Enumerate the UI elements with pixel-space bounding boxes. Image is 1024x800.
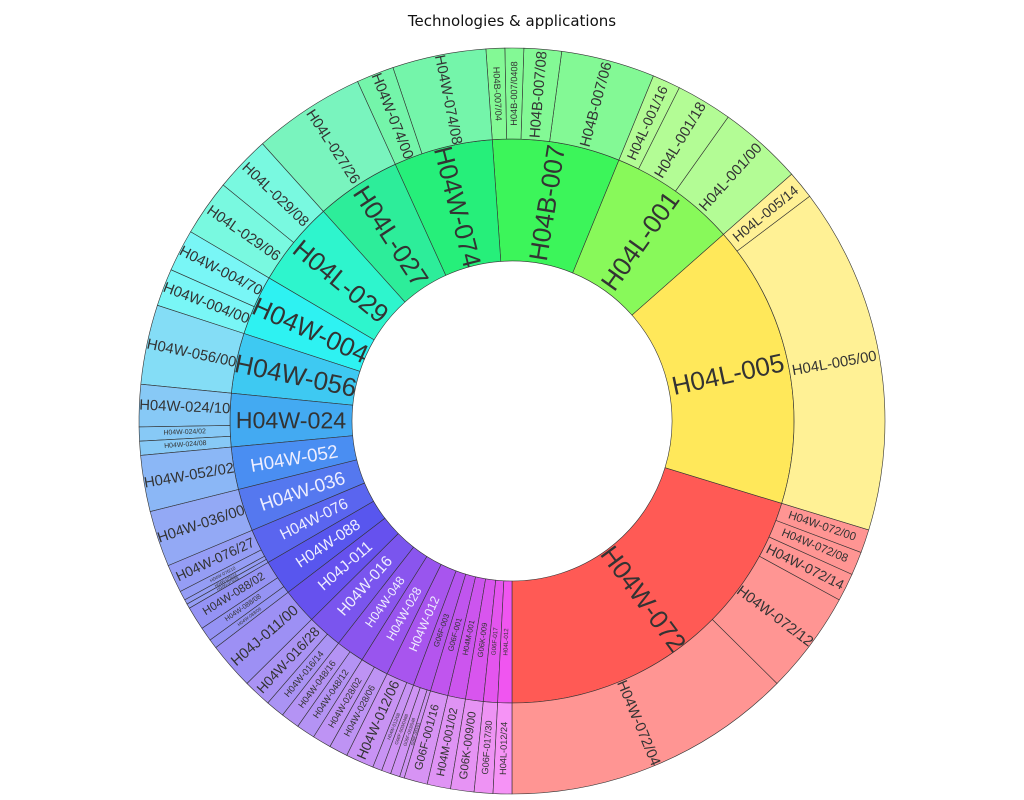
inner-label-g06f-017: G06F-017 [491,627,500,656]
outer-label-h04w-024-08: H04W-024/08 [164,440,207,450]
outer-label-g06f-017-30: G06F-017/30 [480,720,494,775]
chart-title: Technologies & applications [407,12,617,30]
outer-label-h04w-024-02: H04W-024/02 [163,428,206,436]
outer-ring: H04W-072/04H04W-072/12H04W-072/14H04W-07… [138,47,886,795]
inner-label-h04l-012: H04L-012 [503,628,511,656]
outer-label-h04b-007-0408: H04B-007/0408 [509,61,519,125]
outer-label-h04w-024-10: H04W-024/10 [139,398,231,418]
inner-label-h04w-024: H04W-024 [236,407,347,433]
outer-label-g06f-003-01: G06F-003/01 [410,721,422,746]
inner-ring: H04W-072H04L-005H04L-001H04B-007H04W-074… [229,138,795,704]
outer-label-h04l-012-24: H04L-012/24 [498,722,509,775]
outer-label-h04b-007-08: H04B-007/08 [528,51,551,139]
outer-label-h04b-007-04: H04B-007/04 [491,67,503,122]
outer-segment-h04l-012-24 [492,702,513,795]
